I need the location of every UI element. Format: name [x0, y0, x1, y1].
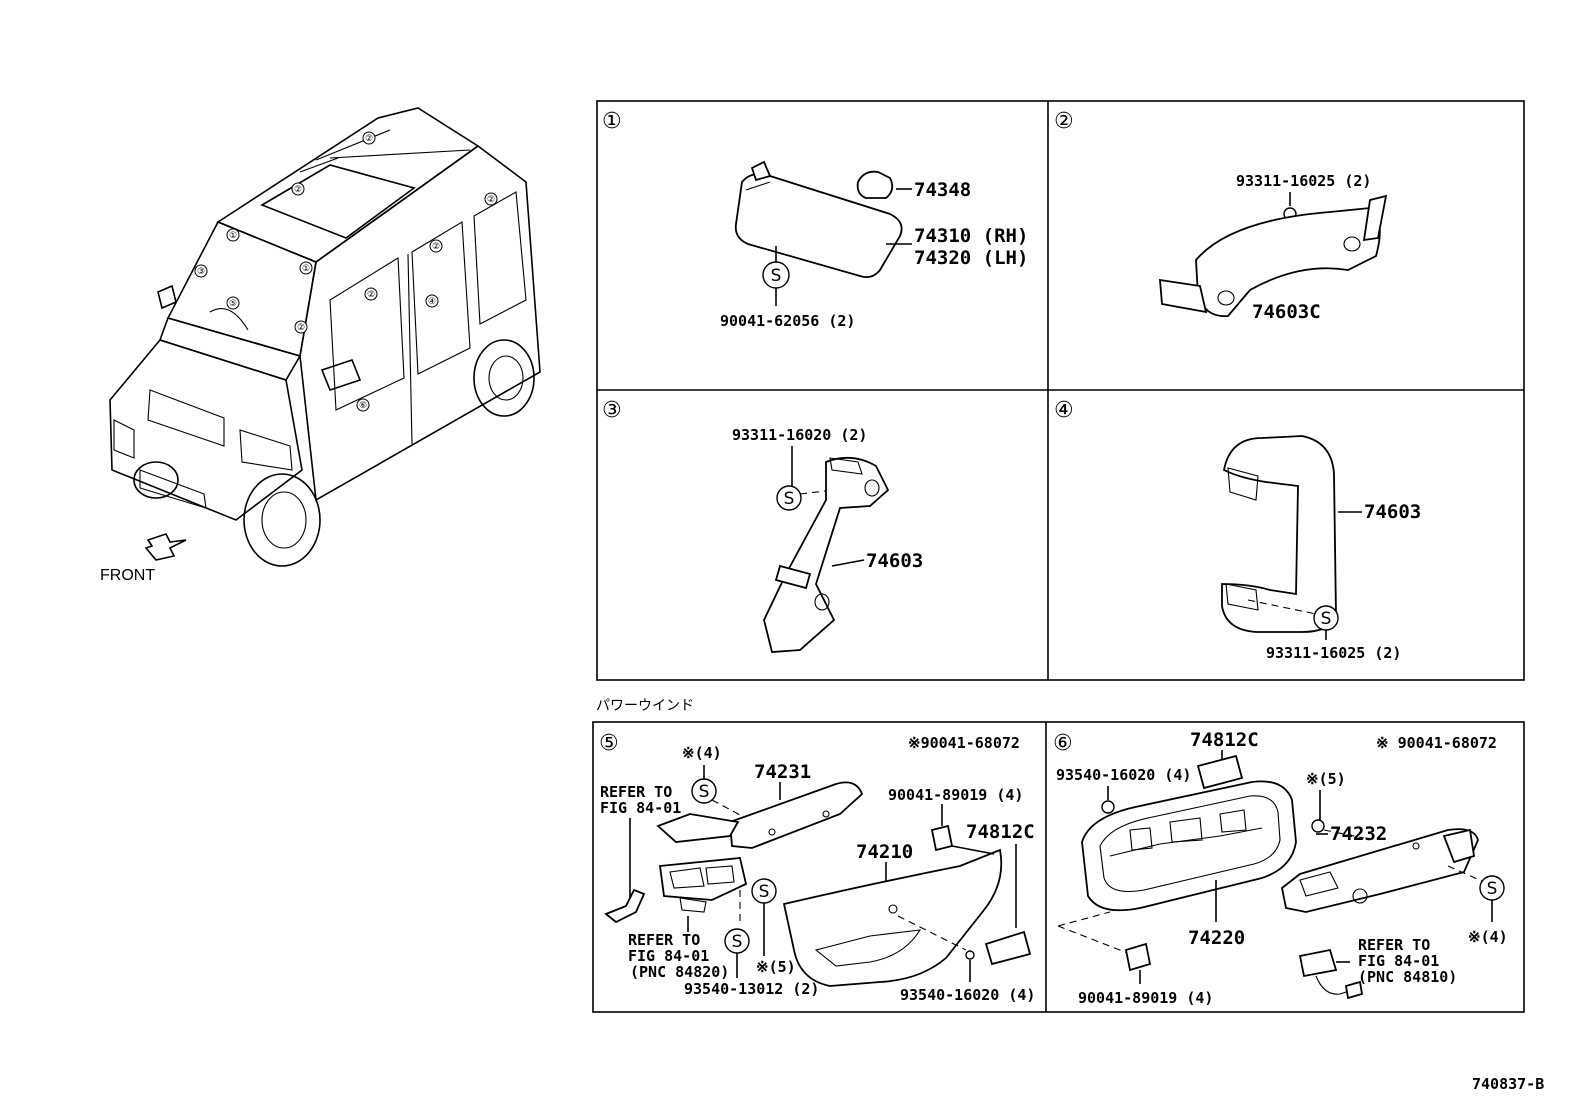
svg-text:⑤: ⑤ [229, 299, 237, 309]
svg-text:74320 (LH): 74320 (LH) [914, 247, 1028, 269]
figure-code: 740837-B [1472, 1075, 1544, 1093]
svg-text:93311-16020 (2): 93311-16020 (2) [732, 426, 867, 444]
section-4-assist-grip: ④ 74603 S 93311-16025 (2) [1054, 398, 1421, 662]
section-3-assist-grip: ③ 93311-16020 (2) S 74603 [602, 398, 923, 653]
svg-text:※(4): ※(4) [682, 744, 722, 762]
svg-text:S: S [732, 932, 743, 952]
svg-text:S: S [759, 882, 770, 902]
svg-text:REFER TO: REFER TO [1358, 936, 1430, 954]
vehicle-callouts: ② ② ② ② ② ① ① ③ ⑤ ② ④ ⑥ [194, 131, 498, 412]
svg-text:S: S [1487, 879, 1498, 899]
svg-text:90041-62056 (2): 90041-62056 (2) [720, 312, 855, 330]
svg-text:⑥: ⑥ [359, 401, 367, 411]
bottom-grid-frame [592, 721, 1525, 1013]
svg-text:90041-89019 (4): 90041-89019 (4) [888, 786, 1023, 804]
svg-text:S: S [784, 489, 795, 509]
svg-text:※(5): ※(5) [1306, 770, 1346, 788]
svg-text:③: ③ [197, 267, 205, 277]
svg-text:※90041-68072: ※90041-68072 [908, 734, 1020, 752]
section-5-number: ⑤ [599, 731, 619, 756]
svg-text:74210: 74210 [856, 841, 913, 863]
svg-text:④: ④ [428, 297, 436, 307]
section-2-number: ② [1054, 109, 1074, 134]
svg-text:FIG 84-01: FIG 84-01 [600, 799, 681, 817]
svg-text:90041-89019 (4): 90041-89019 (4) [1078, 989, 1213, 1007]
svg-text:74232: 74232 [1330, 823, 1387, 845]
svg-text:FIG 84-01: FIG 84-01 [628, 947, 709, 965]
svg-text:②: ② [367, 290, 375, 300]
svg-text:S: S [699, 782, 710, 802]
svg-text:REFER TO: REFER TO [628, 931, 700, 949]
svg-text:①: ① [302, 264, 310, 274]
section-1-sun-visor: ① 74348 74310 (RH) 74320 (LH) S 90041-62… [602, 109, 1028, 330]
section-1-number: ① [602, 109, 622, 134]
svg-text:①: ① [229, 231, 237, 241]
svg-text:74603: 74603 [1364, 501, 1421, 523]
svg-text:74812C: 74812C [1190, 729, 1259, 751]
svg-text:※(5): ※(5) [756, 958, 796, 976]
svg-text:74310 (RH): 74310 (RH) [914, 225, 1028, 247]
front-label: FRONT [100, 567, 155, 584]
svg-text:②: ② [294, 185, 302, 195]
svg-text:②: ② [365, 134, 373, 144]
svg-text:FIG 84-01: FIG 84-01 [1358, 952, 1439, 970]
svg-text:(PNC 84810): (PNC 84810) [1358, 968, 1457, 986]
section-2-assist-grip: ② 93311-16025 (2) 74603C [1054, 109, 1388, 323]
svg-text:74348: 74348 [914, 179, 971, 201]
svg-text:②: ② [487, 195, 495, 205]
svg-text:93311-16025 (2): 93311-16025 (2) [1266, 644, 1401, 662]
svg-text:※(4): ※(4) [1468, 928, 1508, 946]
svg-text:93540-13012 (2): 93540-13012 (2) [684, 980, 819, 998]
power-window-label: パワーウインド [596, 698, 694, 714]
svg-text:②: ② [297, 323, 305, 333]
svg-text:S: S [1321, 609, 1332, 629]
svg-text:74603C: 74603C [1252, 301, 1321, 323]
svg-text:74220: 74220 [1188, 927, 1245, 949]
section-5-door-trim: ⑤ ※90041-68072 ※(4) S 74231 REFER TO FIG… [599, 731, 1035, 1004]
svg-text:REFER TO: REFER TO [600, 783, 672, 801]
svg-text:S: S [771, 266, 782, 286]
top-grid-frame [596, 100, 1525, 681]
svg-text:②: ② [432, 242, 440, 252]
section-4-number: ④ [1054, 398, 1074, 423]
vehicle-illustration: ② ② ② ② ② ① ① ③ ⑤ ② ④ ⑥ FRONT [100, 107, 541, 584]
svg-text:(PNC 84820): (PNC 84820) [630, 963, 729, 981]
svg-text:74812C: 74812C [966, 821, 1035, 843]
section-6-number: ⑥ [1053, 731, 1073, 756]
section-3-number: ③ [602, 398, 622, 423]
section-6-door-trim: ⑥ ※ 90041-68072 74812C 93540-16020 (4) 7… [1053, 729, 1508, 1007]
svg-text:74231: 74231 [754, 761, 811, 783]
svg-text:93311-16025 (2): 93311-16025 (2) [1236, 172, 1371, 190]
svg-text:93540-16020 (4): 93540-16020 (4) [900, 986, 1035, 1004]
front-arrow-icon [144, 533, 187, 561]
svg-text:93540-16020 (4): 93540-16020 (4) [1056, 766, 1191, 784]
svg-text:74603: 74603 [866, 550, 923, 572]
svg-text:※ 90041-68072: ※ 90041-68072 [1376, 734, 1497, 752]
